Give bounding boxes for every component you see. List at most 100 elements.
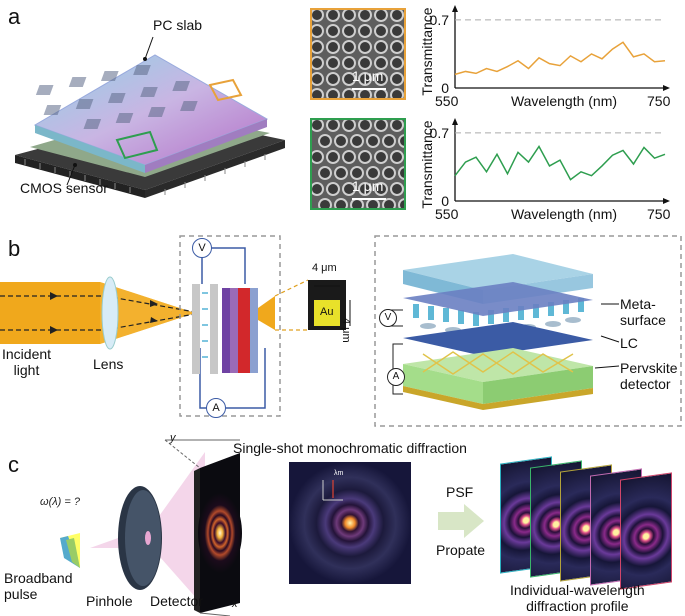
sem-scale-bar-2: [352, 198, 386, 200]
sem-hole: [374, 150, 389, 165]
sem-hole: [326, 40, 341, 55]
sem-hole: [382, 198, 397, 208]
sem-hole: [350, 134, 365, 149]
psf-arrow: [438, 504, 484, 538]
single-shot-title: Single-shot monochromatic diffraction: [233, 440, 467, 456]
pc-slab-label: PC slab: [153, 17, 203, 33]
y-axis-arrow: [452, 5, 458, 12]
panel-c-letter: c: [8, 452, 19, 477]
sem-hole: [342, 24, 357, 39]
sem-hole: [326, 88, 341, 98]
sem-hole: [374, 72, 389, 87]
sem-hole: [326, 10, 341, 23]
sem-hole: [398, 166, 404, 181]
omega-formula: ω(λ) = ?: [40, 496, 80, 508]
sem-hole: [342, 120, 357, 133]
sem-hole: [358, 150, 373, 165]
sem-hole: [312, 72, 325, 87]
sem-hole: [358, 88, 373, 98]
sem-hole: [318, 166, 333, 181]
cmos-sensor-label: CMOS sensor: [20, 180, 108, 196]
sem-image-green: [310, 118, 406, 210]
sem-hole: [398, 134, 404, 149]
sem-hole: [326, 72, 341, 87]
sem-hole: [358, 24, 373, 39]
sem-hole: [398, 198, 404, 208]
sem-hole: [312, 150, 325, 165]
y-tick-high: 0.7: [430, 125, 450, 141]
sem-hole: [342, 40, 357, 55]
voltmeter-icon-b2: V: [379, 309, 397, 327]
sem-hole: [342, 72, 357, 87]
sem-hole: [312, 24, 325, 39]
sem-hole: [382, 134, 397, 149]
sem-hole: [350, 166, 365, 181]
sem-hole: [358, 10, 373, 23]
sem-hole: [374, 88, 389, 98]
x-tick-max: 750: [647, 93, 671, 109]
sem-hole: [334, 166, 349, 181]
sem-hole: [374, 120, 389, 133]
sem-hole: [366, 134, 381, 149]
sem-hole: [366, 198, 381, 208]
x-tick-max: 750: [647, 206, 671, 222]
sem-hole: [358, 120, 373, 133]
electrode-material-label: Au: [320, 306, 334, 318]
x-axis-arrow: [663, 85, 670, 91]
transmittance-line-2: [454, 145, 666, 181]
y-axis-label: Transmittance: [420, 120, 435, 208]
sem-hole: [358, 56, 373, 71]
sem-hole: [342, 150, 357, 165]
sem-hole: [382, 166, 397, 181]
sem-hole: [350, 198, 365, 208]
sem-hole: [358, 72, 373, 87]
diffraction-image: [289, 462, 411, 584]
x-tick-min: 550: [435, 206, 459, 222]
sem-hole: [312, 120, 325, 133]
x-axis-arrow: [663, 198, 670, 204]
sem-hole: [390, 88, 404, 98]
psf-label: PSF: [446, 484, 474, 500]
metasurface-label: Meta- surface: [620, 296, 666, 328]
sem-hole: [326, 24, 341, 39]
sem-hole: [312, 88, 325, 98]
sem-hole: [334, 134, 349, 149]
sem-hole: [312, 10, 325, 23]
x-axis-label: Wavelength (nm): [511, 93, 617, 109]
sem-hole: [390, 10, 404, 23]
ammeter-icon: A: [206, 398, 226, 418]
pinhole-label: Pinhole: [86, 593, 133, 609]
sem-hole: [312, 40, 325, 55]
lc-label: LC: [620, 335, 638, 351]
x-axis-label: Wavelength (nm): [511, 206, 617, 222]
setup-b-left: [0, 235, 351, 417]
x-tick-min: 550: [435, 93, 459, 109]
wavelength-frames: I λ,1I λ,2I λ,iI λ,n: [500, 456, 685, 590]
sem-hole: [312, 182, 325, 197]
sem-hole: [390, 182, 404, 197]
sem-hole: [374, 24, 389, 39]
propate-label: Propate: [436, 542, 486, 558]
axis-x-label: x: [232, 598, 238, 610]
incident-light-label: Incident light: [2, 346, 52, 378]
voltmeter-icon: V: [192, 238, 212, 258]
sem-hole: [342, 56, 357, 71]
sem-hole: [374, 182, 389, 197]
panel-a-letter: a: [8, 4, 21, 29]
sem-hole: [374, 10, 389, 23]
sem-hole: [366, 166, 381, 181]
sem-hole: [358, 40, 373, 55]
wavelength-frame: [620, 472, 672, 590]
sem-hole: [390, 150, 404, 165]
transmittance-line-1: [454, 41, 666, 76]
lc-metasurface-device: [374, 235, 682, 427]
sem-hole: [390, 24, 404, 39]
electrode-height-label: 4 μm: [340, 318, 352, 343]
sem-hole: [342, 182, 357, 197]
sem-hole: [390, 56, 404, 71]
panel-b-letter: b: [8, 236, 21, 261]
y-tick-low: 0: [441, 193, 449, 209]
sem-hole: [342, 10, 357, 23]
sem-hole: [390, 72, 404, 87]
